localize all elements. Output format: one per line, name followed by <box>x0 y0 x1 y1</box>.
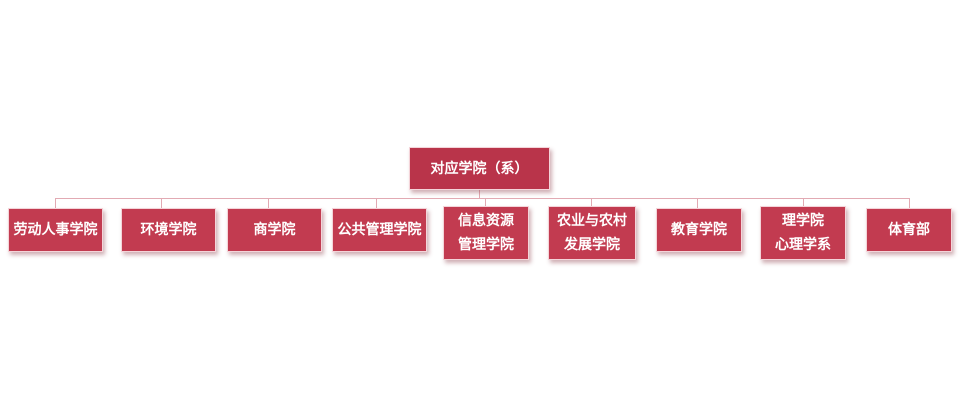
child-connector <box>485 198 486 206</box>
child-node-environment: 环境学院 <box>121 208 216 252</box>
root-node: 对应学院（系） <box>409 147 550 190</box>
child-node-labor-hr: 劳动人事学院 <box>8 208 103 252</box>
child-connector <box>376 198 377 208</box>
child-connector <box>161 198 162 208</box>
root-connector <box>479 190 480 199</box>
child-node-info-resources: 信息资源 管理学院 <box>443 206 529 260</box>
child-connector <box>697 198 698 208</box>
child-node-agri-rural: 农业与农村 发展学院 <box>548 206 636 260</box>
child-connector <box>591 198 592 206</box>
child-connector <box>268 198 269 208</box>
horizontal-connector <box>55 198 909 199</box>
child-connector <box>55 198 56 208</box>
child-node-education: 教育学院 <box>656 208 742 252</box>
child-node-sports: 体育部 <box>866 208 952 252</box>
child-node-business: 商学院 <box>227 208 322 252</box>
child-node-public-admin: 公共管理学院 <box>332 208 427 252</box>
child-connector <box>803 198 804 206</box>
child-node-science-psych: 理学院 心理学系 <box>760 206 846 260</box>
child-connector <box>909 198 910 208</box>
